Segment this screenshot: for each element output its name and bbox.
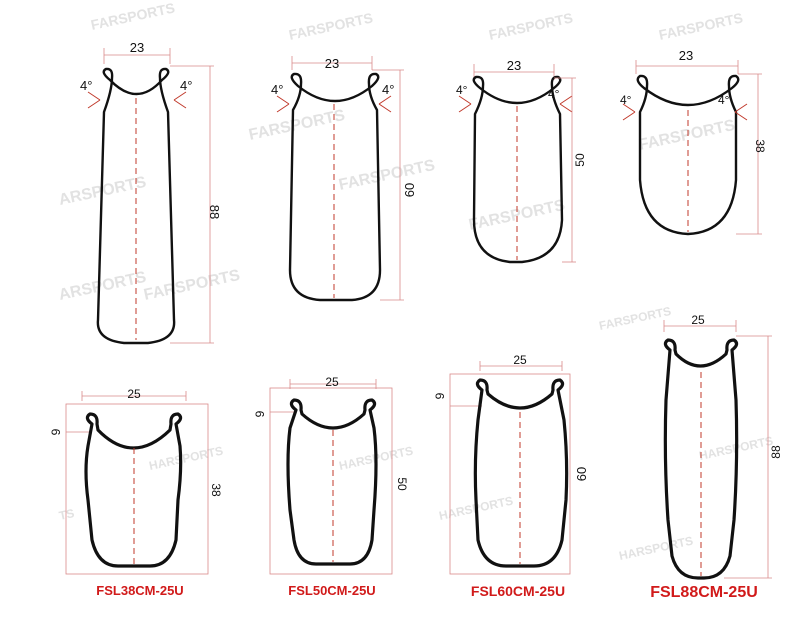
rim-outline	[84, 412, 183, 568]
rim-outline	[472, 75, 564, 264]
height-label: 88	[769, 445, 783, 459]
watermark-text: TS	[58, 506, 76, 523]
angle-label-left: 4°	[456, 83, 468, 97]
top-profile-60: 23 4° 4° 60	[271, 56, 417, 302]
angle-marker	[276, 95, 392, 113]
watermark-text: FARSPORTS	[637, 117, 737, 154]
width-label: 25	[691, 313, 705, 327]
model-label: FSL60CM-25U	[471, 583, 565, 599]
rim-outline	[663, 338, 739, 580]
watermark-text: FARSPORTS	[337, 157, 437, 194]
height-label: 60	[402, 183, 417, 197]
angle-label-left: 4°	[271, 82, 283, 97]
hook-label: 9	[49, 428, 63, 435]
width-label: 25	[127, 387, 141, 401]
top-profile-88: 23 4° 4° 88	[80, 40, 222, 345]
top-profile-50: 23 4° 4° 50	[456, 58, 587, 264]
watermark-text: HARSPORTS	[148, 444, 225, 473]
model-label: FSL88CM-25U	[650, 584, 758, 601]
rim-outline	[96, 67, 176, 345]
hook-label: 9	[253, 410, 267, 417]
angle-label-right: 4°	[548, 87, 560, 101]
rim-outline	[636, 74, 740, 236]
width-label: 25	[513, 353, 527, 367]
width-label: 23	[507, 58, 521, 73]
rim-outline	[288, 72, 382, 302]
height-label: 38	[209, 483, 223, 497]
height-label: 38	[753, 139, 767, 153]
width-label: 25	[325, 375, 339, 389]
angle-label-left: 4°	[620, 93, 632, 107]
bottom-profile-fsl88: 25 88 FSL88CM-25U	[650, 313, 783, 601]
watermark-text: FARSPORTS	[287, 9, 374, 42]
watermark-text: HARSPORTS	[618, 534, 695, 563]
rim-outline	[473, 378, 569, 568]
height-label: 60	[574, 467, 589, 481]
watermark-text: FARSPORTS	[598, 304, 673, 333]
hook-label: 9	[433, 392, 447, 399]
watermark-text: FARSPORTS	[89, 0, 176, 33]
watermark-text: FARSPORTS	[247, 107, 347, 144]
bottom-profile-fsl50: 25 9 50 FSL50CM-25U	[253, 375, 409, 598]
angle-label-right: 4°	[180, 78, 192, 93]
height-label: 50	[573, 153, 587, 167]
watermark-text: FARSPORTS	[487, 9, 574, 42]
top-profile-38: 23 4° 4° 38	[620, 48, 767, 236]
height-label: 88	[207, 205, 222, 219]
width-label: 23	[679, 48, 693, 63]
angle-label-right: 4°	[382, 82, 394, 97]
rim-outline	[286, 398, 378, 566]
bottom-profile-fsl60: 25 9 60 FSL60CM-25U	[433, 353, 589, 599]
height-label: 50	[395, 477, 409, 491]
model-label: FSL50CM-25U	[288, 583, 375, 598]
angle-label-left: 4°	[80, 78, 92, 93]
watermark-text: ARSPORTS	[57, 269, 148, 304]
width-label: 23	[130, 40, 144, 55]
watermark-text: FARSPORTS	[142, 267, 242, 304]
angle-marker	[458, 95, 573, 113]
angle-marker	[622, 103, 748, 121]
width-label: 23	[325, 56, 339, 71]
watermark-text: FARSPORTS	[657, 9, 744, 42]
angle-marker	[87, 91, 187, 109]
angle-label-right: 4°	[718, 93, 730, 107]
bottom-profile-fsl38: 25 9 38 FSL38CM-25U	[49, 387, 223, 598]
model-label: FSL38CM-25U	[96, 583, 183, 598]
